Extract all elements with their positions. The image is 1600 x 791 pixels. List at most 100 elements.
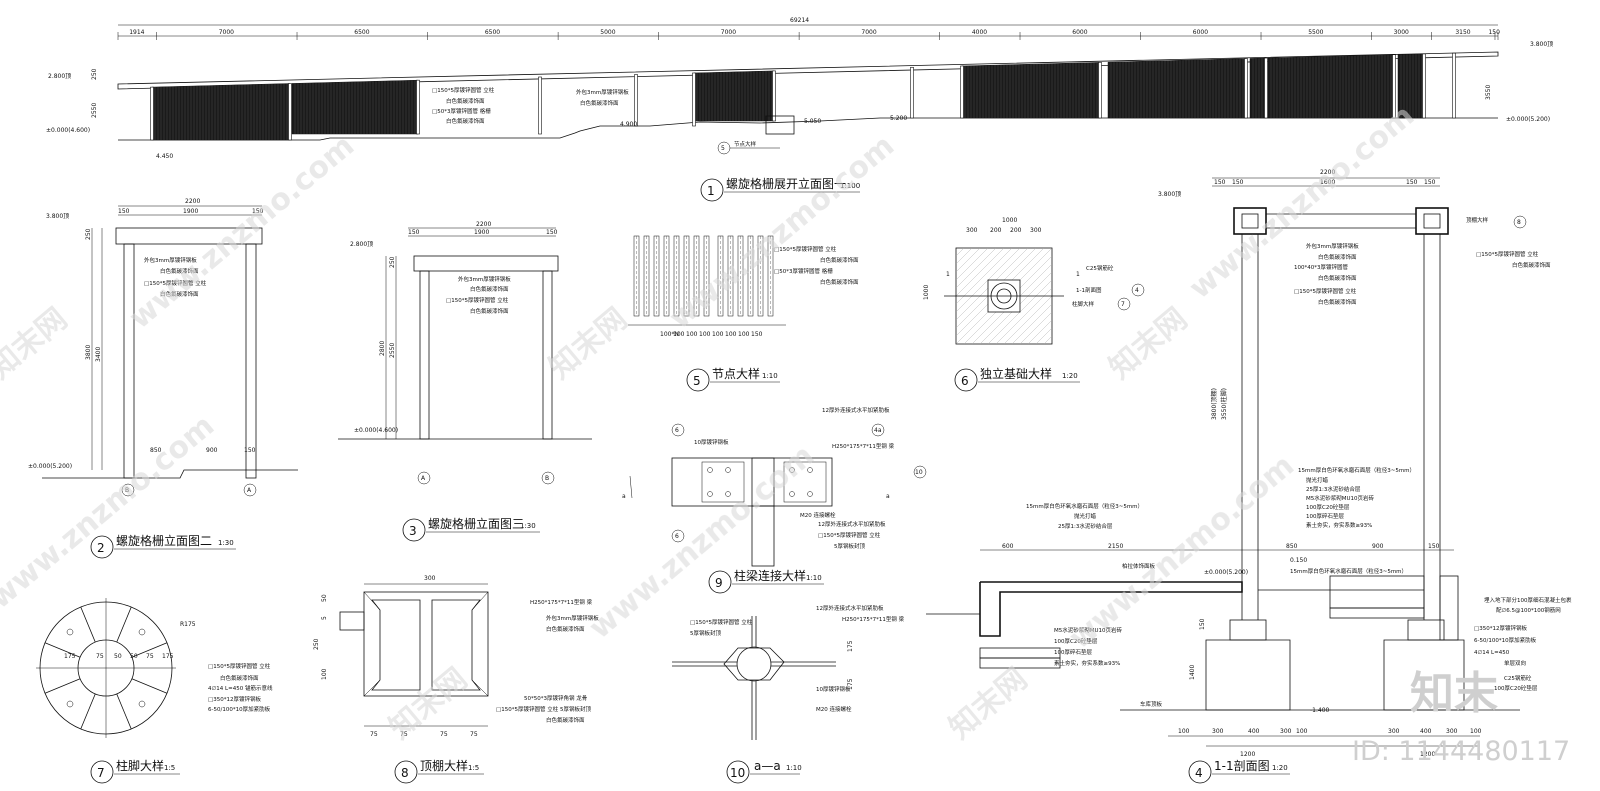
svg-text:5: 5 [693, 374, 701, 388]
note-3: □50*3厚镀锌圆管 格栅 [432, 107, 491, 115]
span-label: 7000 [721, 29, 736, 36]
svg-text:www.znzmo.com: www.znzmo.com [663, 128, 901, 336]
detail5-dim-label: 150 [751, 331, 763, 338]
elevation-column [1422, 53, 1426, 119]
svg-text:1:10: 1:10 [762, 372, 778, 380]
svg-text:15mm厚白色环氧水磨石面层（粒径3~5mm）: 15mm厚白色环氧水磨石面层（粒径3~5mm） [1290, 567, 1407, 575]
svg-text:M20 连接螺栓: M20 连接螺栓 [800, 511, 836, 519]
svg-text:素土夯实，夯实系数≥93%: 素土夯实，夯实系数≥93% [1306, 521, 1372, 529]
svg-text:1000: 1000 [1002, 217, 1017, 224]
stiffener-rib [116, 693, 132, 730]
beam-section-right [1415, 207, 1449, 235]
svg-text:150: 150 [1214, 179, 1226, 186]
svg-text:25厚1:3水泥砂结合层: 25厚1:3水泥砂结合层 [1306, 485, 1361, 493]
section4-dim-label: 100 [1470, 728, 1482, 735]
section4-dim-label: 300 [1388, 728, 1400, 735]
column-3-left [419, 270, 430, 440]
detail5-dim-label: 100 [712, 331, 724, 338]
svg-text:2.800顶: 2.800顶 [350, 241, 373, 248]
span-label: 6500 [485, 29, 500, 36]
svg-text:1000: 1000 [923, 285, 930, 300]
svg-text:4a: 4a [874, 427, 882, 434]
span-label: 6000 [1193, 29, 1208, 36]
height-250: 250 [91, 68, 98, 80]
elevation-column [1452, 52, 1456, 119]
svg-text:15mm厚白色环氧水磨石面层（粒径3~5mm）: 15mm厚白色环氧水磨石面层（粒径3~5mm） [1298, 466, 1415, 474]
svg-text:C25钢筋砼: C25钢筋砼 [1086, 264, 1114, 272]
svg-text:1200: 1200 [1240, 751, 1255, 758]
elevation-column [634, 74, 638, 127]
stiffener-rib [131, 642, 168, 658]
svg-text:150: 150 [408, 229, 420, 236]
svg-text:1900: 1900 [183, 208, 198, 215]
span-label: 5000 [600, 29, 615, 36]
svg-text:知末网: 知末网 [943, 661, 1034, 746]
svg-text:www.znzmo.com: www.znzmo.com [1063, 448, 1301, 656]
svg-text:25厚1:3水泥砂结合层: 25厚1:3水泥砂结合层 [1058, 522, 1113, 530]
level-top-right: 3.800顶 [1530, 41, 1553, 48]
detail5-dim-label: 100 [725, 331, 737, 338]
svg-text:a: a [622, 493, 626, 500]
svg-text:850: 850 [1286, 543, 1298, 550]
svg-text:知末网: 知末网 [543, 301, 634, 386]
svg-text:M5水泥砂浆砌MU10页岩砖: M5水泥砂浆砌MU10页岩砖 [1054, 626, 1123, 634]
anchor-bolt [138, 628, 146, 636]
svg-text:50*50*3厚镀锌角钢 龙骨: 50*50*3厚镀锌角钢 龙骨 [524, 694, 588, 702]
hatch-line [1027, 319, 1053, 345]
svg-text:1: 1 [707, 184, 715, 198]
svg-text:知末网: 知末网 [1103, 301, 1194, 386]
svg-text:□150*5厚镀锌圆管 立柱 5厚钢板封顶: □150*5厚镀锌圆管 立柱 5厚钢板封顶 [496, 705, 591, 713]
svg-text:2150: 2150 [1108, 543, 1123, 550]
detail5-bars [633, 235, 774, 317]
elevation-column [150, 86, 154, 141]
elevation-column [692, 72, 696, 127]
svg-text:□150*5厚镀锌圆管 立柱: □150*5厚镀锌圆管 立柱 [1294, 287, 1357, 295]
view-title-1: 1 螺旋格栅展开立面图一 1:100 [700, 176, 860, 202]
svg-text:□150*5厚镀锌圆管 立柱: □150*5厚镀锌圆管 立柱 [144, 279, 207, 287]
callout-box [765, 115, 795, 135]
svg-text:100厚碎石垫层: 100厚碎石垫层 [1306, 512, 1344, 520]
svg-text:A: A [247, 487, 252, 494]
svg-text:6-50/100*10厚加紧肋板: 6-50/100*10厚加紧肋板 [1474, 636, 1537, 644]
svg-text:柱脚大样: 柱脚大样 [1072, 300, 1095, 308]
svg-text:4: 4 [1195, 766, 1203, 780]
view-title-5: 5 节点大样 1:10 [686, 366, 780, 392]
view-title-8: 8 顶棚大样 1:5 [394, 758, 484, 784]
bolt-hole [807, 491, 813, 497]
ground-2 [42, 469, 298, 479]
dim-total: 69214 [790, 17, 809, 24]
svg-text:175: 175 [847, 678, 854, 690]
svg-text:150: 150 [1406, 179, 1418, 186]
svg-text:12厚外连接式水平加紧肋板: 12厚外连接式水平加紧肋板 [816, 604, 884, 612]
span-label: 7000 [219, 29, 234, 36]
svg-text:-1.400: -1.400 [1310, 707, 1330, 714]
svg-text:300: 300 [966, 227, 978, 234]
section4-dim-label: 300 [1280, 728, 1292, 735]
svg-text:螺旋格栅立面图二: 螺旋格栅立面图二 [116, 533, 212, 548]
svg-text:螺旋格栅展开立面图一: 螺旋格栅展开立面图一 [726, 176, 846, 191]
stiffener-rib [131, 678, 168, 694]
view-title-9: 9 柱梁连接大样 1:10 [708, 568, 824, 594]
svg-text:C25钢筋砼: C25钢筋砼 [1504, 674, 1532, 682]
svg-text:1:100: 1:100 [840, 182, 860, 190]
svg-text:a—a: a—a [754, 759, 781, 773]
elevation-column [1264, 57, 1268, 119]
svg-text:0.150: 0.150 [1290, 557, 1307, 564]
svg-text:175: 175 [64, 653, 76, 660]
svg-text:B: B [545, 475, 549, 482]
svg-text:白色氟碳漆饰面: 白色氟碳漆饰面 [220, 674, 259, 682]
svg-text:7: 7 [1121, 301, 1125, 308]
svg-text:柱梁连接大样: 柱梁连接大样 [734, 568, 806, 583]
detail5-dim-label: 100 [686, 331, 698, 338]
note-2: 白色氟碳漆饰面 [446, 97, 485, 105]
stiffener-rib [44, 678, 81, 694]
svg-text:节点大样: 节点大样 [712, 366, 760, 381]
svg-text:单层双向: 单层双向 [1504, 659, 1526, 667]
view-title-3: 3 螺旋格栅立面图三 1:30 [402, 516, 540, 542]
svg-text:□150*5厚镀锌圆管 立柱: □150*5厚镀锌圆管 立柱 [818, 531, 881, 539]
svg-text:白色氟碳漆饰面: 白色氟碳漆饰面 [1318, 253, 1357, 261]
section4-dim-label: 100 [1178, 728, 1190, 735]
